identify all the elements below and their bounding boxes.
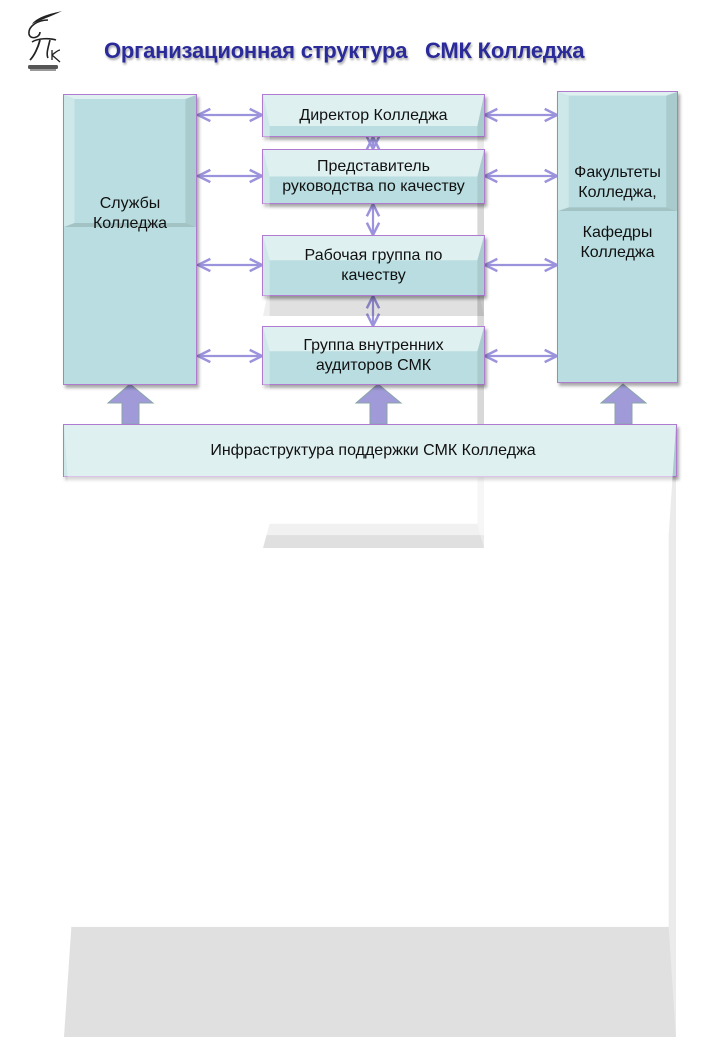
internal-auditors-label: Группа внутренних аудиторов СМК xyxy=(303,336,444,374)
box-director: Директор Колледжа xyxy=(262,94,485,316)
quality-representative-label: Представитель руководства по качеству xyxy=(282,157,465,195)
director-label: Директор Колледжа xyxy=(299,106,448,124)
box-working-group: Рабочая группа по качеству xyxy=(262,235,485,457)
bevel-decoration xyxy=(64,425,676,1037)
faculties-label: Факультеты Колледжа, Кафедры Колледжа xyxy=(574,164,661,261)
box-services: Службы Колледжа xyxy=(63,94,197,385)
block-arrow-to-services xyxy=(106,383,155,425)
box-internal-auditors: Группа внутренних аудиторов СМК xyxy=(262,326,485,548)
box-quality-representative: Представитель руководства по качеству xyxy=(262,149,485,371)
box-faculties: Факультеты Колледжа, Кафедры Колледжа xyxy=(557,91,678,383)
services-label: Службы Колледжа xyxy=(92,194,168,232)
college-logo-icon xyxy=(28,11,62,71)
box-infrastructure: Инфраструктура поддержки СМК Колледжа xyxy=(63,424,677,1037)
block-arrow-to-faculties xyxy=(599,383,648,425)
page-title: Организационная структура СМК Колледжа xyxy=(104,38,585,63)
infrastructure-label: Инфраструктура поддержки СМК Колледжа xyxy=(210,441,536,459)
block-arrow-to-auditors xyxy=(354,383,403,425)
working-group-label: Рабочая группа по качеству xyxy=(304,246,443,284)
